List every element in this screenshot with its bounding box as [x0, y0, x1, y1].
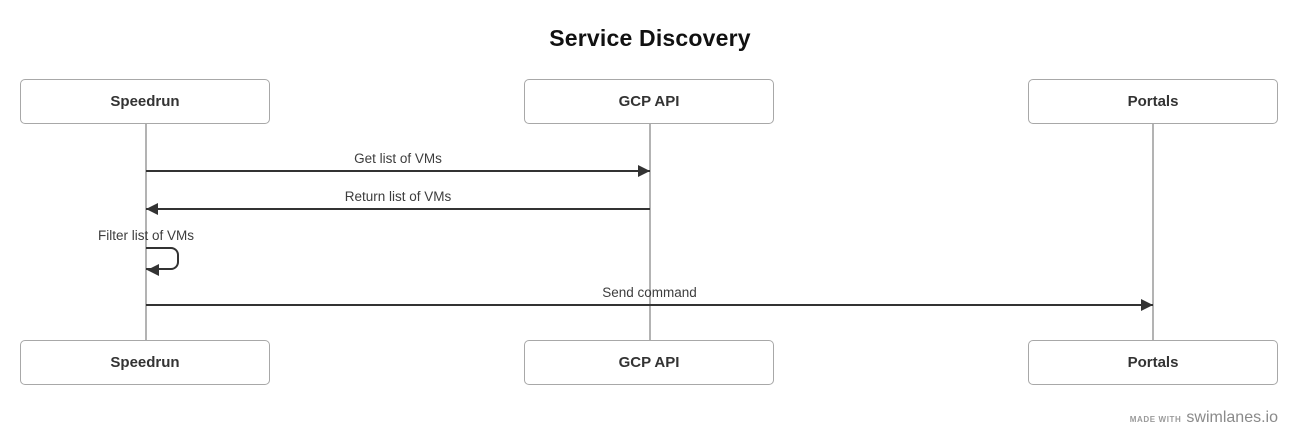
actor-box-speedrun-top: Speedrun	[20, 79, 270, 124]
self-message-loop	[146, 247, 179, 270]
arrowhead-left-icon	[147, 264, 159, 276]
actor-box-portals-top: Portals	[1028, 79, 1278, 124]
actor-box-gcp-api-bottom: GCP API	[524, 340, 774, 385]
arrowhead-right-icon	[1141, 299, 1153, 311]
actor-label: Portals	[1127, 354, 1179, 371]
actor-box-portals-bottom: Portals	[1028, 340, 1278, 385]
message-label-return-list: Return list of VMs	[344, 189, 452, 204]
arrowhead-right-icon	[638, 165, 650, 177]
message-label-get-list: Get list of VMs	[354, 151, 442, 166]
message-label-send-command: Send command	[602, 285, 697, 300]
message-label-filter-list: Filter list of VMs	[97, 228, 194, 243]
lifeline-portals	[1152, 124, 1154, 341]
actor-label: GCP API	[618, 354, 680, 371]
actor-label: GCP API	[618, 93, 680, 110]
actor-box-speedrun-bottom: Speedrun	[20, 340, 270, 385]
actor-label: Speedrun	[110, 354, 180, 371]
swimlanes-brand-link[interactable]: swimlanes.io	[1186, 409, 1278, 426]
message-arrow-send-command	[146, 304, 1153, 306]
actor-label: Speedrun	[110, 93, 180, 110]
footer: MADE WITH swimlanes.io	[1130, 409, 1278, 427]
arrowhead-left-icon	[146, 203, 158, 215]
actor-label: Portals	[1127, 93, 1179, 110]
diagram-title: Service Discovery	[549, 25, 751, 51]
lifeline-gcp-api	[649, 124, 651, 341]
made-with-label: MADE WITH	[1129, 415, 1182, 424]
lifeline-speedrun	[145, 124, 147, 341]
message-arrow-get-list	[146, 170, 650, 172]
message-arrow-return-list	[146, 208, 650, 210]
actor-box-gcp-api-top: GCP API	[524, 79, 774, 124]
